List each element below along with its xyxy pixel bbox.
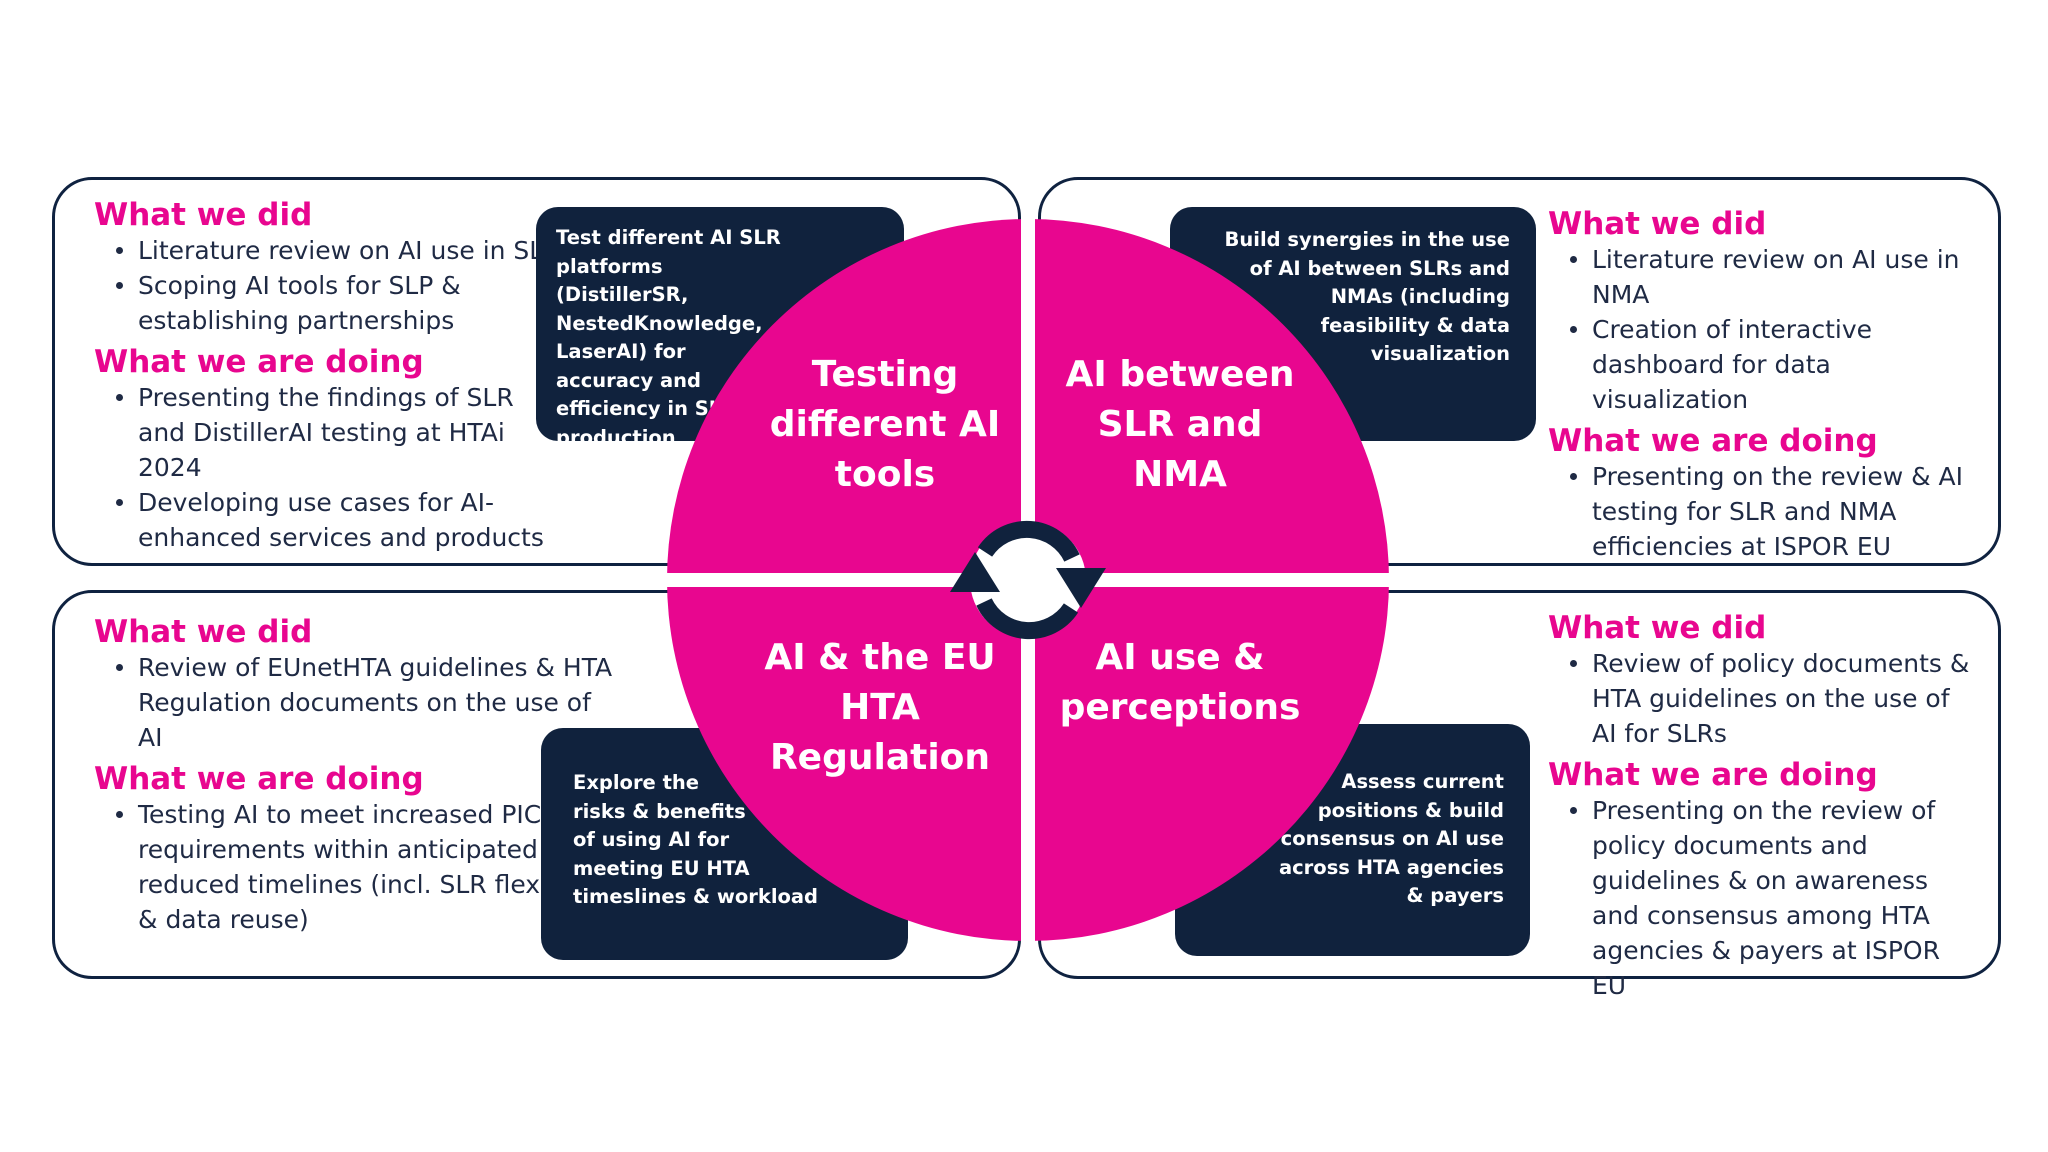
did-list: Review of policy documents & HTA guideli… <box>1548 646 1978 751</box>
list-item: Presenting on the review of policy docum… <box>1548 793 1978 1003</box>
did-heading: What we did <box>1548 206 1767 242</box>
did-heading: What we did <box>94 614 313 650</box>
text-line: & payers <box>1406 884 1504 907</box>
text-line: Regulation <box>769 737 991 778</box>
list-item: Literature review on AI use in SLR <box>94 233 564 268</box>
text-line: HTA <box>840 687 920 728</box>
bottom-left-text: What we did Review of EUnetHTA guideline… <box>94 614 614 943</box>
list-item: Presenting the findings of SLR and Disti… <box>94 380 564 485</box>
text-line: efficiency in SLR <box>556 397 737 420</box>
text-line: Build synergies in the use <box>1224 228 1510 251</box>
text-line: SLR and <box>1097 404 1263 445</box>
top-left-title: Testing different AI tools <box>760 350 1010 500</box>
text-line: Test different AI SLR platforms <box>556 226 781 278</box>
doing-heading: What we are doing <box>1548 423 1878 459</box>
text-line: meeting EU HTA <box>573 856 750 880</box>
text-line: timeslines & workload <box>573 885 819 908</box>
did-list: Review of EUnetHTA guidelines & HTA Regu… <box>94 650 614 755</box>
text-line: perceptions <box>1059 687 1301 728</box>
bottom-right-title: AI use & perceptions <box>1055 633 1305 733</box>
list-item: Developing use cases for AI-enhanced ser… <box>94 485 564 555</box>
text-line: across HTA agencies <box>1278 855 1504 879</box>
text-line: of using AI for <box>573 828 730 851</box>
text-line: production <box>556 425 676 449</box>
doing-heading: What we are doing <box>94 344 424 380</box>
text-line: different AI <box>769 404 1001 445</box>
text-line: LaserAI) for <box>556 340 686 363</box>
text-line: positions & build <box>1317 798 1504 822</box>
doing-list: Testing AI to meet increased PICO requir… <box>94 797 614 937</box>
top-left-text: What we did Literature review on AI use … <box>94 197 564 561</box>
text-line: NestedKnowledge, <box>556 311 763 335</box>
top-right-text: What we did Literature review on AI use … <box>1548 206 1978 570</box>
list-item: Review of EUnetHTA guidelines & HTA Regu… <box>94 650 614 755</box>
text-line: NMAs (including <box>1330 285 1510 308</box>
list-item: Testing AI to meet increased PICO requir… <box>94 797 614 937</box>
text-line: AI between <box>1065 354 1295 395</box>
refresh-cycle-icon <box>950 520 1106 640</box>
bottom-right-text: What we did Review of policy documents &… <box>1548 610 1978 1009</box>
bottom-left-title: AI & the EU HTA Regulation <box>750 633 1010 783</box>
text-line: tools <box>834 454 936 495</box>
doing-heading: What we are doing <box>94 761 424 797</box>
did-heading: What we did <box>94 197 313 233</box>
doing-list: Presenting the findings of SLR and Disti… <box>94 380 564 555</box>
text-line: AI use & <box>1095 637 1265 678</box>
text-line: Assess current <box>1341 770 1504 793</box>
text-line: visualization <box>1370 342 1510 365</box>
list-item: Review of policy documents & HTA guideli… <box>1548 646 1978 751</box>
text-line: Testing <box>811 354 959 395</box>
list-item: Presenting on the review & AI testing fo… <box>1548 459 1978 564</box>
list-item: Literature review on AI use in NMA <box>1548 242 1978 312</box>
text-line: feasibility & data <box>1320 313 1510 337</box>
list-item: Creation of interactive dashboard for da… <box>1548 312 1978 417</box>
did-heading: What we did <box>1548 610 1767 646</box>
text-line: (DistillerSR, <box>556 283 689 306</box>
text-line: NMA <box>1133 454 1227 495</box>
doing-list: Presenting on the review of policy docum… <box>1548 793 1978 1003</box>
text-line: of AI between SLRs and <box>1249 256 1510 280</box>
list-item: Scoping AI tools for SLP & establishing … <box>94 268 564 338</box>
doing-heading: What we are doing <box>1548 757 1878 793</box>
text-line: accuracy and <box>556 368 701 392</box>
text-line: risks & benefits <box>573 799 746 823</box>
doing-list: Presenting on the review & AI testing fo… <box>1548 459 1978 564</box>
text-line: consensus on AI use <box>1280 827 1504 850</box>
text-line: AI & the EU <box>764 637 996 678</box>
text-line: Explore the <box>573 771 699 794</box>
